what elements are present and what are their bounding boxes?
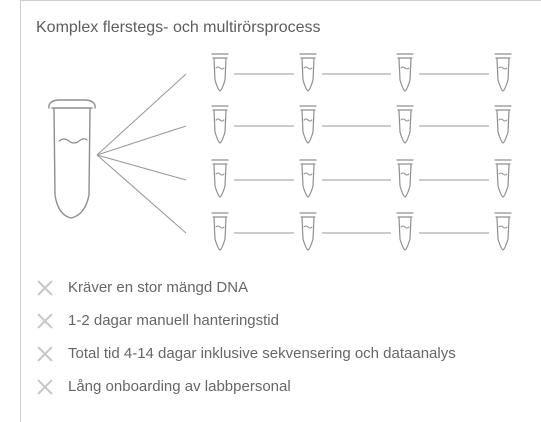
branch-line [97,155,186,180]
small-tube-liquid-line [304,119,312,121]
small-tube-liquid-line [499,67,507,69]
small-tube-liquid-line [216,173,224,175]
x-icon [36,312,54,330]
list-item-label: Total tid 4-14 dagar inklusive sekvenser… [68,344,456,362]
drawback-list: Kräver en stor mängd DNA 1-2 dagar manue… [36,271,456,403]
small-tube-icon [397,160,413,197]
small-tube-icon [212,213,228,250]
small-tube-liquid-line [499,226,507,228]
small-tube-icon [495,160,511,197]
small-tube-liquid-line [401,119,409,121]
list-item-total-time: Total tid 4-14 dagar inklusive sekvenser… [36,337,456,370]
small-tube-liquid-line [216,226,224,228]
list-item-handling-time: 1-2 dagar manuell hanteringstid [36,304,456,337]
small-tube-icon [397,213,413,250]
small-tube-liquid-line [401,67,409,69]
small-tube-liquid-line [216,119,224,121]
small-tube-icon [212,160,228,197]
x-icon [36,378,54,396]
x-icon [36,279,54,297]
small-tube-icon [300,213,316,250]
panel-title: Komplex flerstegs- och multirörsprocess [36,19,321,36]
small-tube-liquid-line [304,173,312,175]
small-tube-icon [300,160,316,197]
small-tube-icon [495,213,511,250]
small-tube-liquid-line [216,67,224,69]
small-tube-icon [300,54,316,91]
small-tube-liquid-line [499,119,507,121]
list-item-label: Kräver en stor mängd DNA [68,278,249,296]
small-tube-liquid-line [499,173,507,175]
small-tube-icon [495,54,511,91]
small-tube-liquid-line [401,173,409,175]
list-item-label: 1-2 dagar manuell hanteringstid [68,311,279,329]
large-tube-liquid-line [59,139,87,143]
list-item-label: Lång onboarding av labbpersonal [68,377,291,395]
diagram-root [49,54,511,250]
x-icon [36,345,54,363]
small-tube-icon [300,106,316,143]
branch-line [97,126,186,155]
list-item-dna: Kräver en stor mängd DNA [36,271,456,304]
small-tube-liquid-line [304,226,312,228]
small-tube-icon [212,106,228,143]
small-tube-icon [397,106,413,143]
panel-left-border [20,0,21,422]
panel-top-border [20,0,541,1]
list-item-onboarding: Lång onboarding av labbpersonal [36,370,456,403]
branch-line [97,74,186,155]
branch-line [97,155,186,233]
small-tube-liquid-line [401,226,409,228]
small-tube-icon [397,54,413,91]
large-tube-icon [49,100,95,218]
small-tube-icon [212,54,228,91]
small-tube-icon [495,106,511,143]
small-tube-liquid-line [304,67,312,69]
